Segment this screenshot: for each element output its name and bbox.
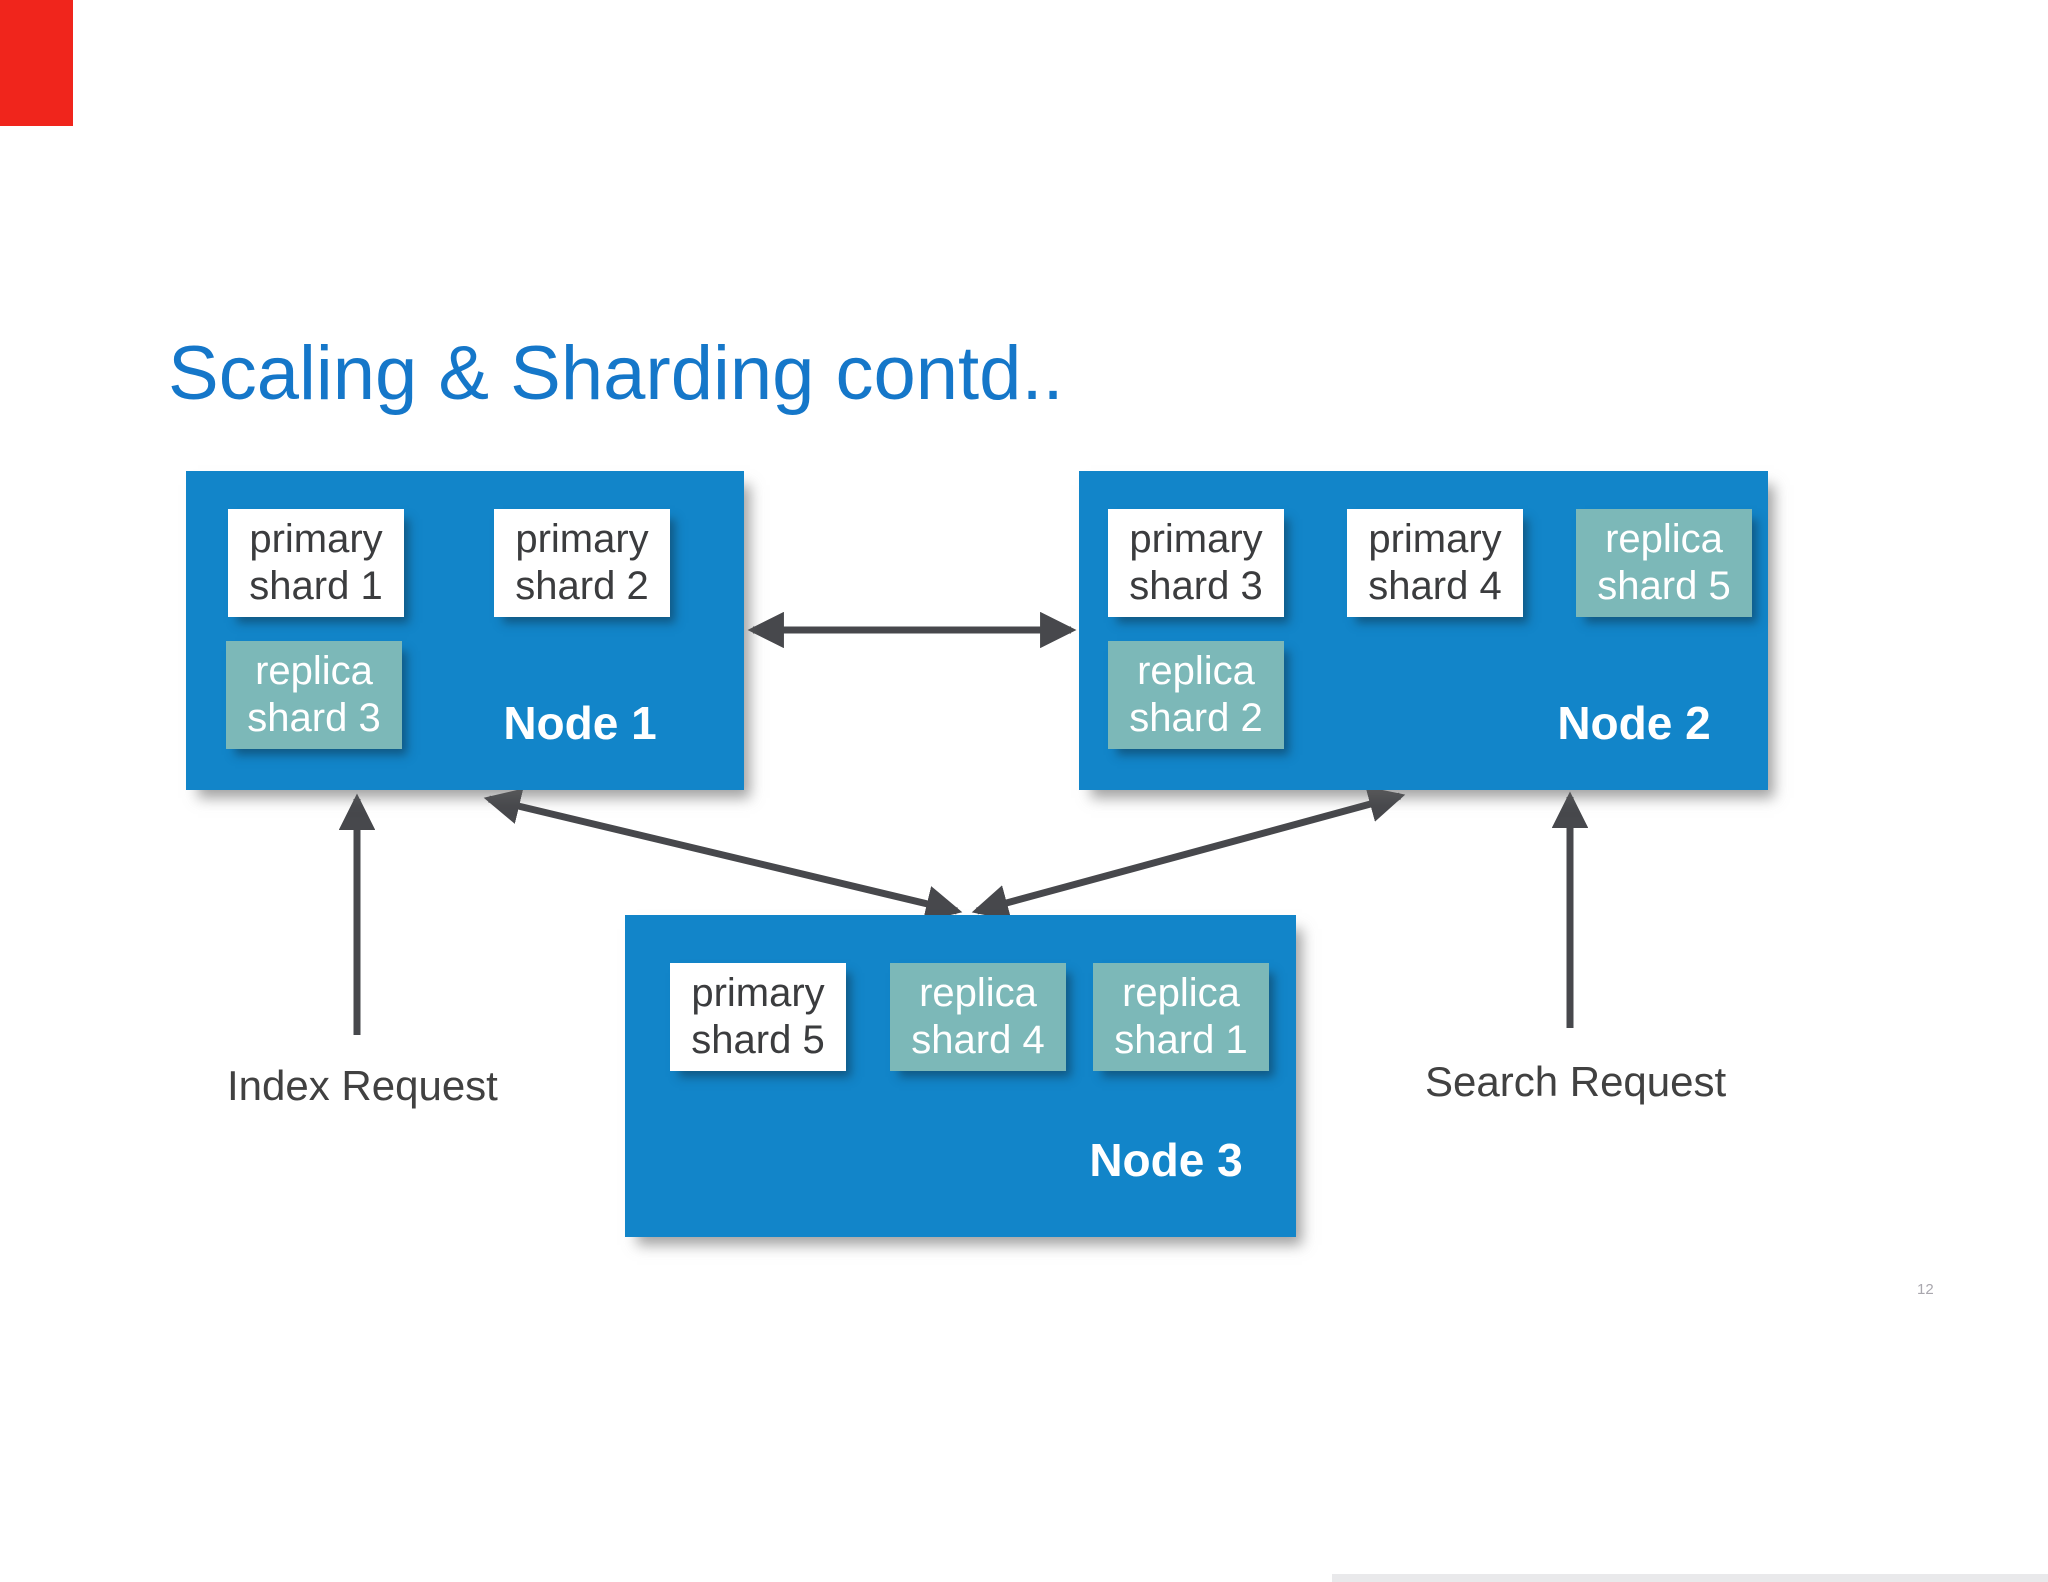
shard-label-line: replica — [1137, 649, 1255, 694]
node-2-box: primary shard 3 primary shard 4 replica … — [1079, 471, 1768, 790]
shard-label-line: shard 3 — [1129, 564, 1263, 608]
shard-label-line: primary — [515, 517, 649, 562]
primary-shard-2: primary shard 2 — [494, 509, 670, 617]
shard-label-line: shard 3 — [247, 696, 381, 740]
replica-shard-4: replica shard 4 — [890, 963, 1066, 1071]
red-corner-marker — [0, 0, 73, 126]
shard-label-line: replica — [1605, 517, 1723, 562]
shard-label-line: primary — [249, 517, 383, 562]
replica-shard-2: replica shard 2 — [1108, 641, 1284, 749]
node-1-label: Node 1 — [503, 697, 657, 749]
slide-title: Scaling & Sharding contd.. — [168, 331, 1064, 416]
shard-label-line: shard 1 — [1114, 1018, 1248, 1062]
shard-label-line: shard 2 — [1129, 696, 1263, 740]
node-3-label: Node 3 — [1089, 1134, 1243, 1186]
shard-label-line: shard 5 — [1597, 564, 1731, 608]
node-1-box: primary shard 1 primary shard 2 replica … — [186, 471, 744, 790]
search-request-label: Search Request — [1425, 1058, 1727, 1105]
primary-shard-5: primary shard 5 — [670, 963, 846, 1071]
shard-label-line: primary — [1129, 517, 1263, 562]
node-3-box: primary shard 5 replica shard 4 replica … — [625, 915, 1296, 1237]
replica-shard-1: replica shard 1 — [1093, 963, 1269, 1071]
shard-label-line: primary — [691, 971, 825, 1016]
bottom-edge-strip — [1332, 1574, 2048, 1582]
arrow-node2-node3-bidirectional — [971, 786, 1406, 921]
page-number: 12 — [1917, 1281, 1934, 1298]
shard-label-line: replica — [919, 971, 1037, 1016]
primary-shard-3: primary shard 3 — [1108, 509, 1284, 617]
replica-shard-3: replica shard 3 — [226, 641, 402, 749]
shard-label-line: shard 4 — [911, 1018, 1045, 1062]
primary-shard-4: primary shard 4 — [1347, 509, 1523, 617]
shard-label-line: shard 1 — [249, 564, 383, 608]
shard-label-line: replica — [255, 649, 373, 694]
shard-label-line: primary — [1368, 517, 1502, 562]
arrow-node1-node3-bidirectional — [483, 788, 963, 922]
shard-label-line: replica — [1122, 971, 1240, 1016]
shard-label-line: shard 2 — [515, 564, 649, 608]
primary-shard-1: primary shard 1 — [228, 509, 404, 617]
replica-shard-5: replica shard 5 — [1576, 509, 1752, 617]
node-2-label: Node 2 — [1557, 697, 1711, 749]
shard-label-line: shard 5 — [691, 1018, 825, 1062]
shard-label-line: shard 4 — [1368, 564, 1502, 608]
index-request-label: Index Request — [227, 1062, 498, 1109]
